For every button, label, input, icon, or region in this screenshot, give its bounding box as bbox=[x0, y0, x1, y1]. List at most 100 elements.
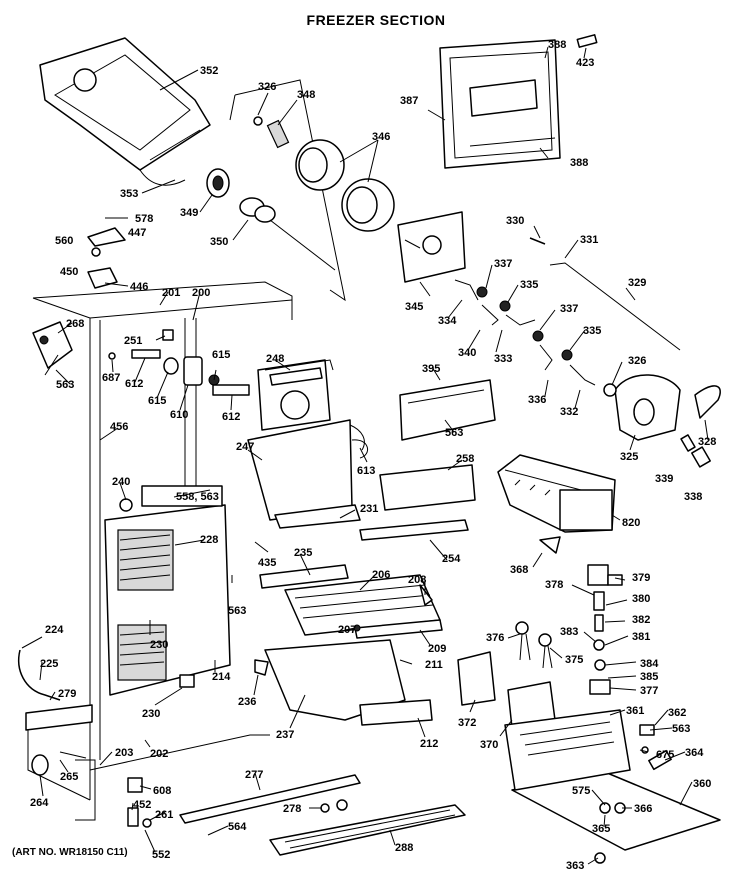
callout-372: 372 bbox=[458, 717, 476, 729]
callout-382: 382 bbox=[632, 614, 650, 626]
callout-208: 208 bbox=[408, 574, 426, 586]
callout-332: 332 bbox=[560, 406, 578, 418]
callout-326-b: 326 bbox=[628, 355, 646, 367]
callout-363: 363 bbox=[566, 860, 584, 872]
callout-206: 206 bbox=[372, 569, 390, 581]
callout-278: 278 bbox=[283, 803, 301, 815]
callout-214: 214 bbox=[212, 671, 231, 683]
auger-assembly bbox=[206, 79, 395, 302]
callout-423: 423 bbox=[576, 57, 594, 69]
callout-335: 335 bbox=[520, 279, 538, 291]
callout-615-b: 615 bbox=[212, 349, 230, 361]
callout-258: 258 bbox=[456, 453, 474, 465]
evaporator-cover bbox=[359, 379, 496, 541]
dispenser-panel-387 bbox=[439, 34, 598, 169]
callout-264: 264 bbox=[30, 797, 49, 809]
callout-325: 325 bbox=[620, 451, 638, 463]
fan-shroud-247 bbox=[247, 359, 368, 529]
callout-333: 333 bbox=[494, 353, 512, 365]
callout-456: 456 bbox=[110, 421, 128, 433]
callout-334: 334 bbox=[438, 315, 457, 327]
callout-384: 384 bbox=[640, 658, 659, 670]
callout-349: 349 bbox=[180, 207, 198, 219]
callout-261: 261 bbox=[155, 809, 173, 821]
ice-maker-820 bbox=[497, 454, 616, 554]
callout-237: 237 bbox=[276, 729, 294, 741]
callout-279: 279 bbox=[58, 688, 76, 700]
callout-labels: 352 326 348 346 353 349 350 578 447 560 … bbox=[30, 39, 716, 872]
leader-lines bbox=[21, 46, 709, 865]
callout-231: 231 bbox=[360, 503, 378, 515]
callout-687: 687 bbox=[102, 372, 120, 384]
callout-230-b: 230 bbox=[142, 708, 160, 720]
callout-365: 365 bbox=[592, 823, 610, 835]
base-plate-360 bbox=[504, 709, 721, 864]
motor-325 bbox=[603, 374, 721, 468]
callout-201: 201 bbox=[162, 287, 180, 299]
callout-378: 378 bbox=[545, 579, 563, 591]
callout-268: 268 bbox=[66, 318, 84, 330]
callout-610: 610 bbox=[170, 409, 188, 421]
callout-328: 328 bbox=[698, 436, 716, 448]
callout-236: 236 bbox=[238, 696, 256, 708]
callout-368: 368 bbox=[510, 564, 528, 576]
callout-575: 575 bbox=[572, 785, 590, 797]
callout-335-b: 335 bbox=[583, 325, 601, 337]
callout-352: 352 bbox=[200, 65, 218, 77]
callout-212: 212 bbox=[420, 738, 438, 750]
grille-288 bbox=[18, 649, 466, 856]
callout-207: 207 bbox=[338, 624, 356, 636]
callout-211: 211 bbox=[425, 659, 443, 671]
callout-235: 235 bbox=[294, 547, 312, 559]
callout-563-left: 563 bbox=[56, 379, 74, 391]
callout-560: 560 bbox=[55, 235, 73, 247]
callout-288: 288 bbox=[395, 842, 413, 854]
callout-338: 338 bbox=[684, 491, 702, 503]
shelves bbox=[254, 564, 443, 726]
callout-337: 337 bbox=[494, 258, 512, 270]
callout-608: 608 bbox=[153, 785, 171, 797]
callout-612-b: 612 bbox=[222, 411, 240, 423]
callout-329: 329 bbox=[628, 277, 646, 289]
callout-336: 336 bbox=[528, 394, 546, 406]
callout-330: 330 bbox=[506, 215, 524, 227]
callout-613: 613 bbox=[357, 465, 375, 477]
evaporator-coil-228 bbox=[104, 485, 231, 696]
freezer-cabinet bbox=[25, 281, 293, 821]
callout-395: 395 bbox=[422, 363, 440, 375]
callout-345: 345 bbox=[405, 301, 423, 313]
callout-376: 376 bbox=[486, 632, 504, 644]
callout-247: 247 bbox=[236, 441, 254, 453]
callout-200: 200 bbox=[192, 287, 210, 299]
callout-265: 265 bbox=[60, 771, 78, 783]
hardware-left bbox=[87, 217, 129, 289]
callout-353: 353 bbox=[120, 188, 138, 200]
callout-326: 326 bbox=[258, 81, 276, 93]
callout-361: 361 bbox=[626, 705, 644, 717]
callout-375: 375 bbox=[565, 654, 583, 666]
callout-564: 564 bbox=[228, 821, 247, 833]
callout-366: 366 bbox=[634, 803, 652, 815]
electrical-components bbox=[457, 564, 623, 729]
callout-450: 450 bbox=[60, 266, 78, 278]
ice-bucket-352 bbox=[39, 37, 211, 186]
linkage-parts bbox=[454, 237, 681, 386]
callout-370: 370 bbox=[480, 739, 498, 751]
callout-203: 203 bbox=[115, 747, 133, 759]
callout-615: 615 bbox=[148, 395, 166, 407]
callout-383: 383 bbox=[560, 626, 578, 638]
callout-563-mid: 563 bbox=[445, 427, 463, 439]
callout-339: 339 bbox=[655, 473, 673, 485]
callout-447: 447 bbox=[128, 227, 146, 239]
callout-558-563: 558, 563 bbox=[176, 491, 219, 503]
callout-381: 381 bbox=[632, 631, 650, 643]
art-number: (ART NO. WR18150 C11) bbox=[12, 847, 128, 858]
callout-251: 251 bbox=[124, 335, 142, 347]
callout-362: 362 bbox=[668, 707, 686, 719]
callout-377: 377 bbox=[640, 685, 658, 697]
callout-552: 552 bbox=[152, 849, 170, 861]
callout-380: 380 bbox=[632, 593, 650, 605]
callout-225: 225 bbox=[40, 658, 58, 670]
